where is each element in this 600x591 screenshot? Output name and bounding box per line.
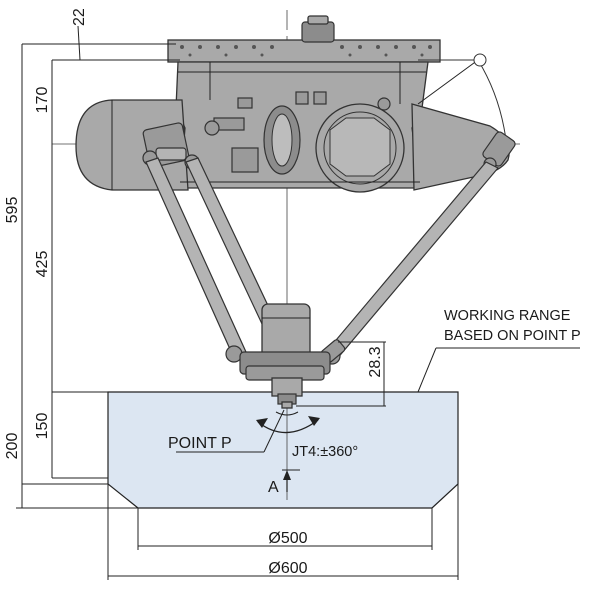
robot [75, 15, 516, 409]
mounting-bolts [180, 45, 432, 57]
mounting-plate [167, 39, 441, 63]
dim-arm-height: 425 [34, 251, 51, 278]
dim-total-height: 595 [4, 197, 21, 224]
dimension-lines [16, 25, 580, 580]
dim-top-offset: 22 [71, 8, 88, 26]
point-p-label: POINT P [168, 435, 232, 452]
dim-outer-diameter: Ø600 [268, 560, 307, 577]
view-a-label: A [268, 479, 279, 496]
point-p-leader [263, 409, 285, 453]
working-range-label-line1: WORKING RANGE [444, 308, 571, 324]
working-range-envelope [107, 391, 459, 509]
dim-range-total: 200 [4, 433, 21, 460]
dim-base-height: 170 [34, 87, 51, 114]
dim-range-upper: 150 [34, 413, 51, 440]
view-a-arrow [282, 469, 300, 492]
dim-tool-offset: 28.3 [367, 346, 384, 377]
jt4-rotation-label: JT4:±360° [292, 444, 358, 460]
jt4-rotation-arrows [256, 411, 320, 434]
end-effector [239, 303, 331, 409]
working-range-label-line2: BASED ON POINT P [444, 328, 581, 344]
housing-fittings [213, 91, 391, 173]
top-connector [301, 21, 335, 43]
dim-inner-diameter: Ø500 [268, 530, 307, 547]
